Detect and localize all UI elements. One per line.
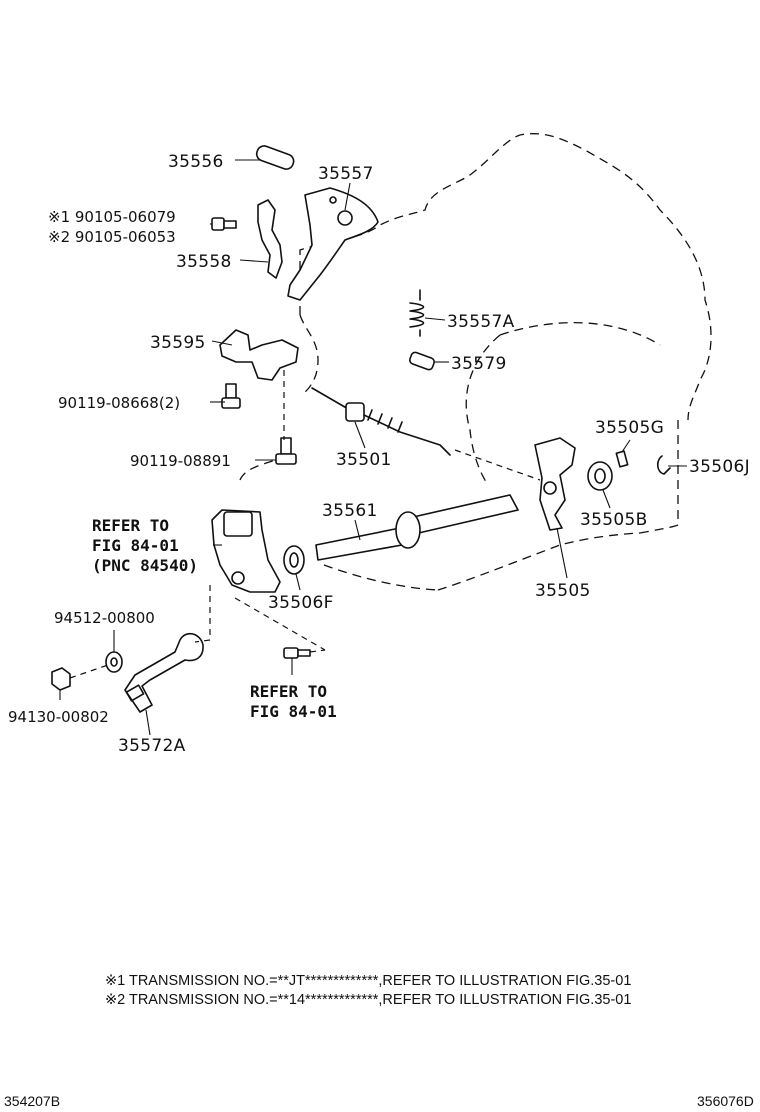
label-35556[interactable]: 35556 (168, 152, 224, 172)
label-94512-00800[interactable]: 94512-00800 (54, 609, 155, 627)
refer-switch-line3: (PNC 84540) (92, 556, 198, 575)
label-90119-08891[interactable]: 90119-08891 (130, 452, 231, 470)
refer-bolt-line1: REFER TO (250, 682, 327, 701)
bolt-90105 (211, 217, 237, 231)
label-35595[interactable]: 35595 (150, 333, 206, 353)
label-35501[interactable]: 35501 (336, 450, 392, 470)
plate-35505 (534, 437, 576, 531)
shaft-35561 (315, 494, 519, 561)
washer-94512 (105, 651, 123, 673)
bolt-90119-08891 (275, 437, 297, 465)
part-labels: 35556 35557 ※1 90105-06079 ※2 90105-0605… (8, 152, 750, 756)
note-2: ※2 TRANSMISSION NO.=**14*************,RE… (105, 992, 631, 1008)
label-bolt-alt-2[interactable]: ※2 90105-06053 (48, 228, 176, 246)
valve-35501 (311, 387, 451, 456)
label-94130-00802[interactable]: 94130-00802 (8, 708, 109, 726)
seal-35506F (283, 545, 305, 575)
footer-left-code: 354207B (4, 1093, 60, 1109)
lever-35557 (287, 187, 379, 301)
refer-switch-line1: REFER TO (92, 516, 169, 535)
bolt-refer (283, 647, 311, 659)
label-35561[interactable]: 35561 (322, 501, 378, 521)
label-35505B[interactable]: 35505B (580, 510, 648, 530)
label-35572A[interactable]: 35572A (118, 736, 186, 756)
clip-35506J (656, 455, 671, 475)
label-35505[interactable]: 35505 (535, 581, 591, 601)
neutral-start-switch (211, 509, 281, 593)
label-35506F[interactable]: 35506F (268, 593, 334, 613)
nut-94130 (51, 667, 71, 691)
label-35579[interactable]: 35579 (451, 354, 507, 374)
refer-switch-line2: FIG 84-01 (92, 536, 179, 555)
plate-35558 (257, 199, 283, 279)
footer-right-code: 356076D (697, 1093, 754, 1109)
transmission-case-outline (239, 133, 712, 591)
label-35558[interactable]: 35558 (176, 252, 232, 272)
label-bolt-alt-1[interactable]: ※1 90105-06079 (48, 208, 176, 226)
assembly-dashed-lines (69, 370, 541, 679)
label-35506J[interactable]: 35506J (689, 457, 750, 477)
footer: 354207B 356076D (4, 1093, 754, 1109)
spring-35557A (409, 289, 425, 337)
label-35557[interactable]: 35557 (318, 164, 374, 184)
label-35505G[interactable]: 35505G (595, 418, 664, 438)
label-90119-08668[interactable]: 90119-08668(2) (58, 394, 180, 412)
collar-35505B (587, 461, 613, 491)
label-35557A[interactable]: 35557A (447, 312, 515, 332)
notes: ※1 TRANSMISSION NO.=**JT*************,RE… (105, 973, 631, 1008)
bracket-35595 (219, 329, 299, 381)
pin-35556 (255, 145, 295, 170)
leader-lines (59, 159, 687, 736)
note-1: ※1 TRANSMISSION NO.=**JT*************,RE… (105, 973, 631, 989)
refer-bolt-line2: FIG 84-01 (250, 702, 337, 721)
lever-35572A (124, 632, 204, 713)
pin-35579 (408, 351, 436, 371)
bolt-90119-08668 (221, 383, 241, 409)
pin-35505G (615, 450, 629, 468)
